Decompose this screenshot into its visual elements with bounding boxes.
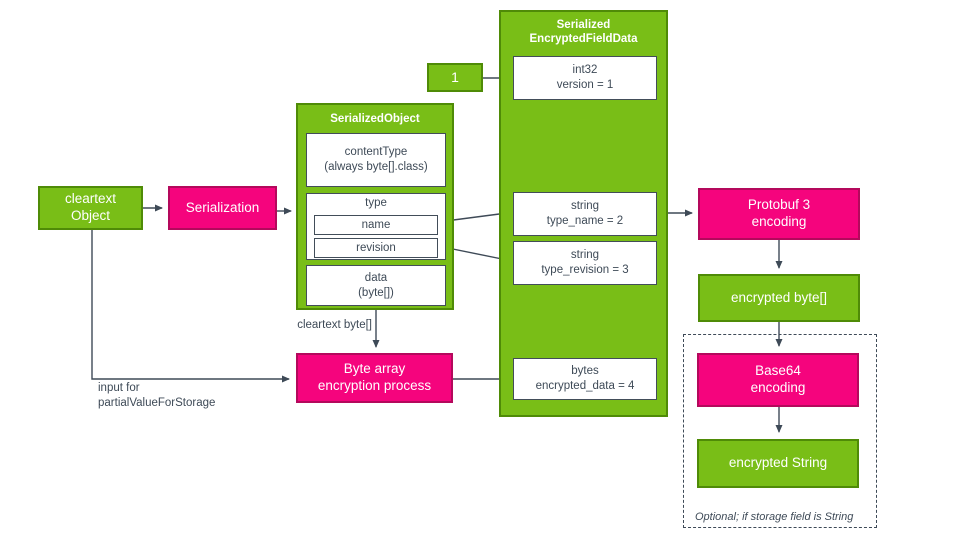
label-cleartext-byte: cleartext byte[] [297,319,372,331]
node-one-marker: 1 [427,63,483,92]
node-encrypted-byte: encrypted byte[] [698,274,860,322]
label-input-for-partial-value: input for partialValueForStorage [98,382,216,409]
container-encrypted-field-data: Serialized EncryptedFieldData int32 vers… [499,10,668,417]
field-encrypted-data-4: bytes encrypted_data = 4 [513,358,657,400]
node-encrypted-string: encrypted String [697,439,859,488]
field-type-label: type [365,197,387,209]
field-type-revision-3: string type_revision = 3 [513,241,657,285]
field-version: int32 version = 1 [513,56,657,100]
field-type: type name revision [306,193,446,260]
field-content-type: contentType (always byte[].class) [306,133,446,187]
node-protobuf-encoding: Protobuf 3 encoding [698,188,860,240]
field-type-revision: revision [314,238,438,258]
field-type-name-2: string type_name = 2 [513,192,657,236]
node-byte-array-encryption: Byte array encryption process [296,353,453,403]
field-data: data (byte[]) [306,265,446,306]
connector-cleartext-to-bytearray [91,230,290,383]
field-type-name: name [314,215,438,235]
encrypted-field-data-title: Serialized EncryptedFieldData [529,19,638,46]
optional-note: Optional; if storage field is String [695,511,854,523]
node-base64-encoding: Base64 encoding [697,353,859,407]
node-cleartext-object: cleartext Object [38,186,143,230]
optional-group: Base64 encoding encrypted String Optiona… [683,334,877,528]
container-serialized-object: SerializedObject contentType (always byt… [296,103,454,310]
node-serialization: Serialization [168,186,277,230]
serialized-object-title: SerializedObject [330,113,420,125]
